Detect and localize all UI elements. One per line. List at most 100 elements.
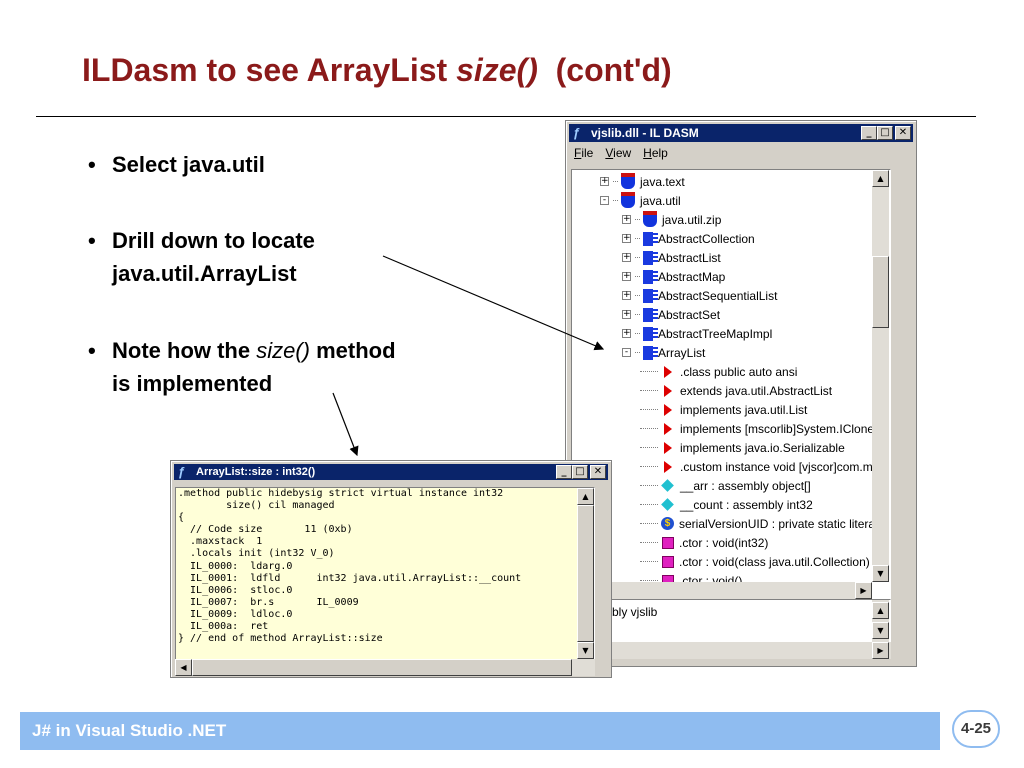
tree-item[interactable]: __arr : assembly object[] [640, 476, 811, 495]
code-line: .maxstack 1 [178, 536, 263, 548]
expand-icon[interactable]: + [622, 309, 631, 319]
tree-item[interactable]: + AbstractTreeMapImpl [622, 324, 772, 343]
expand-icon[interactable]: + [622, 214, 631, 224]
tree-item[interactable]: + AbstractMap [622, 267, 725, 286]
expand-icon[interactable]: + [622, 328, 631, 338]
method-titlebar[interactable]: ƒ ArrayList::size : int32() _ □ ✕ [174, 464, 608, 480]
status-scroll-up[interactable]: ▲ [872, 602, 889, 619]
tree-view[interactable]: +java.text-java.util+java.util.zip+Abstr… [571, 169, 891, 601]
tree-item[interactable]: .ctor : void(int32) [640, 533, 768, 552]
bullet-dot: • [88, 228, 96, 253]
tree-item-label: __count : assembly int32 [680, 497, 813, 512]
tree-item-label: AbstractTreeMapImpl [658, 326, 773, 341]
slide-title-italic: size() [456, 52, 538, 88]
tree-item[interactable]: + AbstractList [622, 248, 721, 267]
tree-item[interactable]: -ArrayList [622, 343, 705, 362]
ildasm-titlebar[interactable]: ƒ vjslib.dll - IL DASM _ □ ✕ [569, 124, 913, 142]
tree-item[interactable]: .custom instance void [vjscor]com.m: [640, 457, 876, 476]
tree-item[interactable]: __count : assembly int32 [640, 495, 813, 514]
scroll-right-button[interactable]: ▶ [855, 582, 872, 599]
status-scroll-down[interactable]: ▼ [872, 622, 889, 639]
tree-item[interactable]: $serialVersionUID : private static liter… [640, 514, 875, 533]
code-scroll-thumb[interactable] [577, 505, 594, 642]
tree-item-label: AbstractMap [658, 269, 726, 284]
code-hscroll-thumb[interactable] [192, 659, 572, 676]
slide-title: ILDasm to see ArrayList size() (cont'd) [82, 52, 672, 88]
collapse-icon[interactable]: - [622, 348, 631, 357]
tree-item[interactable]: .ctor : void(class java.util.Collection) [640, 552, 870, 571]
tree-vertical-scrollbar[interactable]: ▲ ▼ [872, 170, 889, 582]
code-lines: .method public hidebysig strict virtual … [176, 488, 594, 645]
method-icon [662, 536, 674, 549]
status-text: bly vjslib [612, 605, 658, 619]
close-button[interactable]: ✕ [895, 126, 911, 140]
code-line: IL_000a: ret [178, 621, 269, 633]
class-icon [643, 250, 658, 265]
code-line: size() cil managed [178, 500, 335, 512]
expand-icon[interactable]: + [622, 233, 631, 243]
code-horizontal-scrollbar[interactable]: ◀ [175, 659, 595, 676]
static-field-icon: $ [661, 517, 674, 530]
code-vertical-scrollbar[interactable]: ▲ ▼ [577, 488, 594, 659]
info-icon [664, 403, 672, 416]
method-window-icon: ƒ [178, 464, 186, 479]
namespace-icon [643, 210, 657, 227]
tree-item[interactable]: +AbstractCollection [622, 229, 755, 248]
code-scroll-down[interactable]: ▼ [577, 642, 594, 659]
code-line: { [178, 512, 185, 524]
code-line: IL_0000: ldarg.0 [178, 560, 293, 572]
close-button[interactable]: ✕ [590, 465, 606, 479]
method-window: ƒ ArrayList::size : int32() _ □ ✕ .metho… [170, 460, 612, 678]
maximize-button[interactable]: □ [877, 126, 893, 140]
tree-horizontal-scrollbar[interactable]: ▶ [572, 582, 872, 599]
expand-icon[interactable]: + [622, 271, 631, 281]
tree-item[interactable]: +AbstractSequentialList [622, 286, 777, 305]
tree-item-label: java.text [640, 174, 685, 189]
ildasm-window: ƒ vjslib.dll - IL DASM _ □ ✕ File View H… [565, 120, 917, 667]
collapse-icon[interactable]: - [600, 196, 609, 205]
minimize-button[interactable]: _ [861, 126, 877, 140]
status-pane: bly vjslib ▲ ▼ [571, 599, 891, 643]
class-icon [643, 307, 658, 322]
code-line: // Code size 11 (0xb) [178, 524, 353, 536]
page-number: 4-25 [952, 710, 1000, 748]
scroll-down-button[interactable]: ▼ [872, 565, 889, 582]
tree-item[interactable]: implements java.util.List [640, 400, 807, 419]
expand-icon[interactable]: + [600, 176, 609, 186]
status-scrollbar[interactable]: ▲ ▼ [872, 600, 889, 642]
tree-item[interactable]: .class public auto ansi [640, 362, 797, 381]
tree-item[interactable]: +AbstractSet [622, 305, 720, 324]
tree-item[interactable]: -java.util [600, 191, 681, 210]
maximize-button[interactable]: □ [572, 465, 588, 479]
code-line: IL_0006: stloc.0 [178, 584, 293, 596]
tree-item-label: java.util.zip [662, 212, 722, 227]
bottom-horizontal-scrollbar[interactable]: ▶ [571, 642, 891, 659]
scroll-thumb[interactable] [872, 256, 889, 328]
tree-item[interactable]: extends java.util.AbstractList [640, 381, 832, 400]
menu-view[interactable]: View [605, 146, 632, 160]
info-icon [664, 422, 672, 435]
tree-item[interactable]: + java.text [600, 172, 685, 191]
bottom-scroll-right[interactable]: ▶ [872, 642, 889, 659]
ildasm-app-icon: ƒ [573, 125, 581, 140]
expand-icon[interactable]: + [622, 290, 631, 300]
menu-file[interactable]: File [574, 146, 594, 160]
minimize-button[interactable]: _ [556, 465, 572, 479]
expand-icon[interactable]: + [622, 252, 631, 262]
info-icon [664, 460, 672, 473]
code-line: IL_0009: ldloc.0 [178, 608, 293, 620]
tree-item-label: AbstractList [658, 250, 721, 265]
scroll-up-button[interactable]: ▲ [872, 170, 889, 187]
class-icon [643, 345, 658, 360]
info-icon [664, 365, 672, 378]
il-code-view[interactable]: .method public hidebysig strict virtual … [175, 487, 595, 660]
tree-item[interactable]: implements [mscorlib]System.IClonea [640, 419, 881, 438]
code-scroll-up[interactable]: ▲ [577, 488, 594, 505]
bullet-dot: • [88, 152, 96, 177]
footer-text: J# in Visual Studio .NET [32, 721, 227, 740]
tree-item-label: implements java.io.Serializable [680, 440, 845, 455]
code-scroll-left[interactable]: ◀ [175, 659, 192, 676]
tree-item[interactable]: implements java.io.Serializable [640, 438, 845, 457]
tree-item[interactable]: + java.util.zip [622, 210, 721, 229]
menu-help[interactable]: Help [643, 146, 668, 160]
